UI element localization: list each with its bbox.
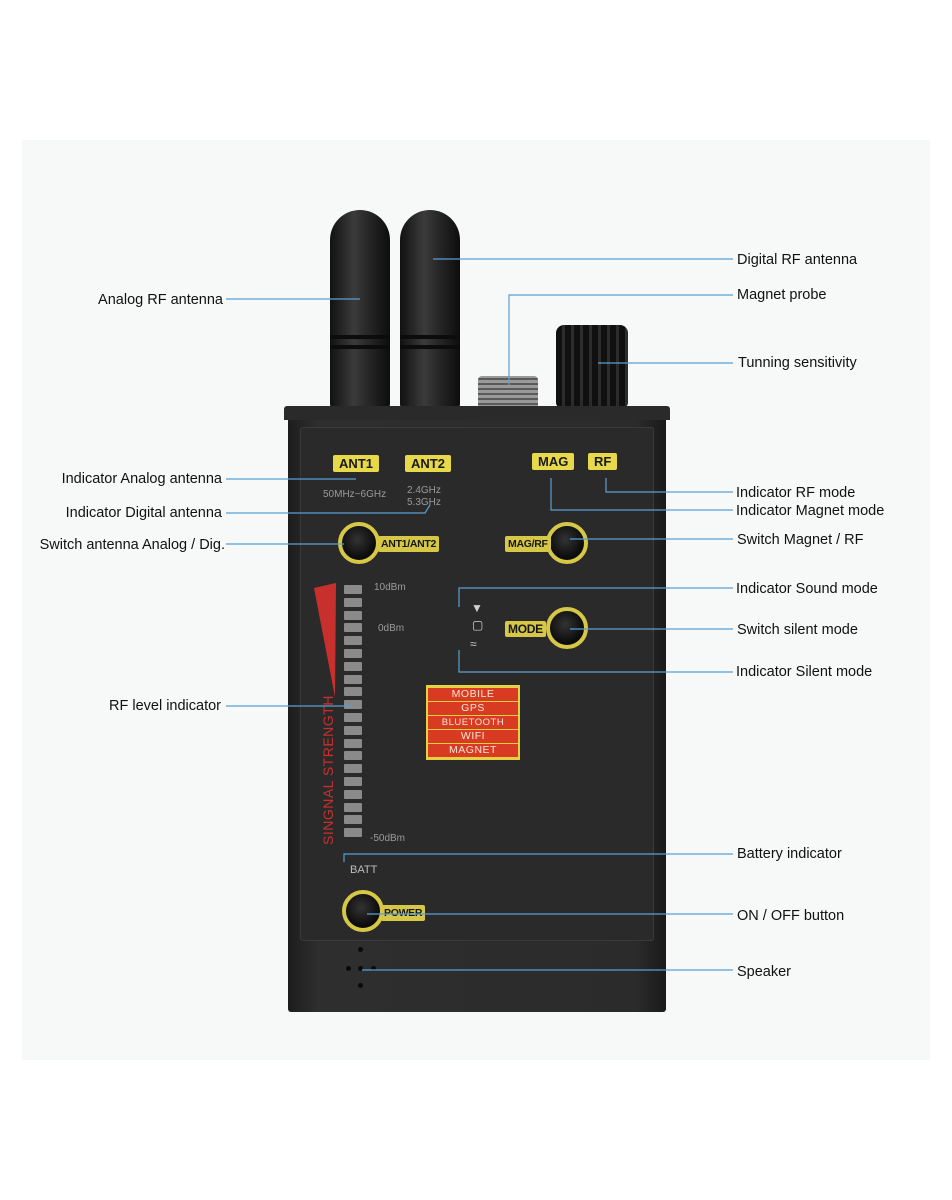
label-battery-indicator: Battery indicator: [737, 846, 842, 862]
callout-line: [343, 853, 733, 862]
label-indicator-silent-mode: Indicator Silent mode: [736, 664, 873, 680]
sound-mode-icon: ▼: [471, 601, 483, 615]
label-on-off-button: ON / OFF button: [737, 908, 845, 924]
callout-line: [226, 504, 431, 514]
label-speaker: Speaker: [737, 964, 792, 980]
callout-line: [458, 587, 733, 607]
mode-item-gps: GPS: [428, 702, 518, 715]
sensitivity-knob[interactable]: [556, 325, 628, 407]
speaker-hole: [358, 983, 363, 988]
rf-level-led-segment: [344, 636, 362, 646]
mode-item-wifi: WIFI: [428, 730, 518, 743]
rf-level-led-segment: [344, 649, 362, 658]
power-button-tag: POWER: [381, 905, 426, 921]
signal-wedge: [314, 583, 336, 697]
magnet-probe-connector: [478, 376, 538, 408]
speaker-hole: [358, 947, 363, 952]
mode-item-bluetooth: BLUETOOTH: [428, 716, 518, 729]
detector-top-edge: [284, 406, 670, 420]
rf-level-led-segment: [344, 610, 362, 620]
analog-rf-antenna: [330, 210, 390, 410]
rf-level-led-segment: [344, 687, 362, 697]
label-indicator-rf-mode: Indicator RF mode: [736, 485, 856, 501]
antenna-switch-tag: ANT1/ANT2: [378, 536, 440, 552]
rf-level-led-segment: [344, 777, 362, 786]
rf-level-led-segment: [344, 674, 362, 684]
speaker-hole: [358, 966, 363, 971]
callout-line: [605, 478, 733, 493]
ant1-frequency: 50MHz~6GHz: [323, 489, 387, 500]
rf-level-led-segment: [344, 738, 362, 748]
label-magnet-probe: Magnet probe: [737, 287, 827, 303]
mode-indicator-list: MOBILE GPS BLUETOOTH WIFI MAGNET: [426, 685, 520, 760]
speaker-hole: [371, 966, 376, 971]
mode-switch-tag: MODE: [505, 621, 546, 637]
ant2-tag: ANT2: [405, 455, 451, 472]
rf-level-led-segment: [344, 725, 362, 735]
label-tuning-sensitivity: Tunning sensitivity: [738, 355, 857, 371]
label-digital-rf-antenna: Digital RF antenna: [737, 252, 858, 268]
batt-label: BATT: [350, 864, 378, 876]
ant1-tag: ANT1: [333, 455, 379, 472]
rf-level-led-segment: [344, 713, 362, 722]
silent-mode-icon: ≈: [470, 637, 477, 651]
rf-level-led-segment: [344, 597, 362, 607]
scale-top-label: 10dBm: [374, 582, 406, 593]
label-switch-antenna: Switch antenna Analog / Dig.: [39, 537, 225, 553]
label-switch-silent-mode: Switch silent mode: [737, 622, 858, 638]
label-indicator-magnet-mode: Indicator Magnet mode: [736, 503, 885, 519]
mag-rf-switch-tag: MAG/RF: [505, 536, 551, 552]
digital-rf-antenna: [400, 210, 460, 410]
label-switch-magnet-rf: Switch Magnet / RF: [737, 532, 864, 548]
mode-switch-button[interactable]: [546, 607, 588, 649]
vibrate-mode-icon: ▢: [472, 618, 484, 632]
scale-bottom-label: -50dBm: [370, 833, 406, 844]
mode-item-magnet: MAGNET: [428, 744, 518, 757]
ant2-frequency-1: 2.4GHz: [407, 485, 441, 496]
rf-level-led-segment: [344, 828, 362, 838]
rf-level-led-segment: [344, 751, 362, 761]
label-analog-rf-antenna: Analog RF antenna: [98, 292, 223, 308]
rf-level-led-segment: [344, 802, 362, 812]
label-rf-level-indicator: RF level indicator: [108, 698, 221, 714]
rf-level-led-segment: [344, 700, 362, 710]
rf-tag: RF: [588, 453, 618, 470]
callout-line: [458, 650, 733, 673]
rf-level-led-segment: [344, 789, 362, 799]
scale-mid-label: 0dBm: [378, 623, 405, 634]
rf-level-led-segment: [344, 815, 362, 825]
rf-level-led-segment: [344, 585, 362, 594]
label-indicator-analog-antenna: Indicator Analog antenna: [61, 471, 222, 487]
rf-level-led-segment: [344, 764, 362, 774]
rf-level-led-segment: [344, 623, 362, 633]
mode-item-mobile: MOBILE: [428, 688, 518, 701]
ant2-frequency-2: 5.3GHz: [407, 497, 441, 508]
callout-line: [508, 294, 733, 385]
callout-line: [550, 478, 733, 511]
mag-tag: MAG: [532, 453, 575, 470]
label-indicator-sound-mode: Indicator Sound mode: [736, 581, 878, 597]
rf-level-led-segment: [344, 661, 362, 671]
speaker-hole: [346, 966, 351, 971]
label-indicator-digital-antenna: Indicator Digital antenna: [65, 505, 222, 521]
